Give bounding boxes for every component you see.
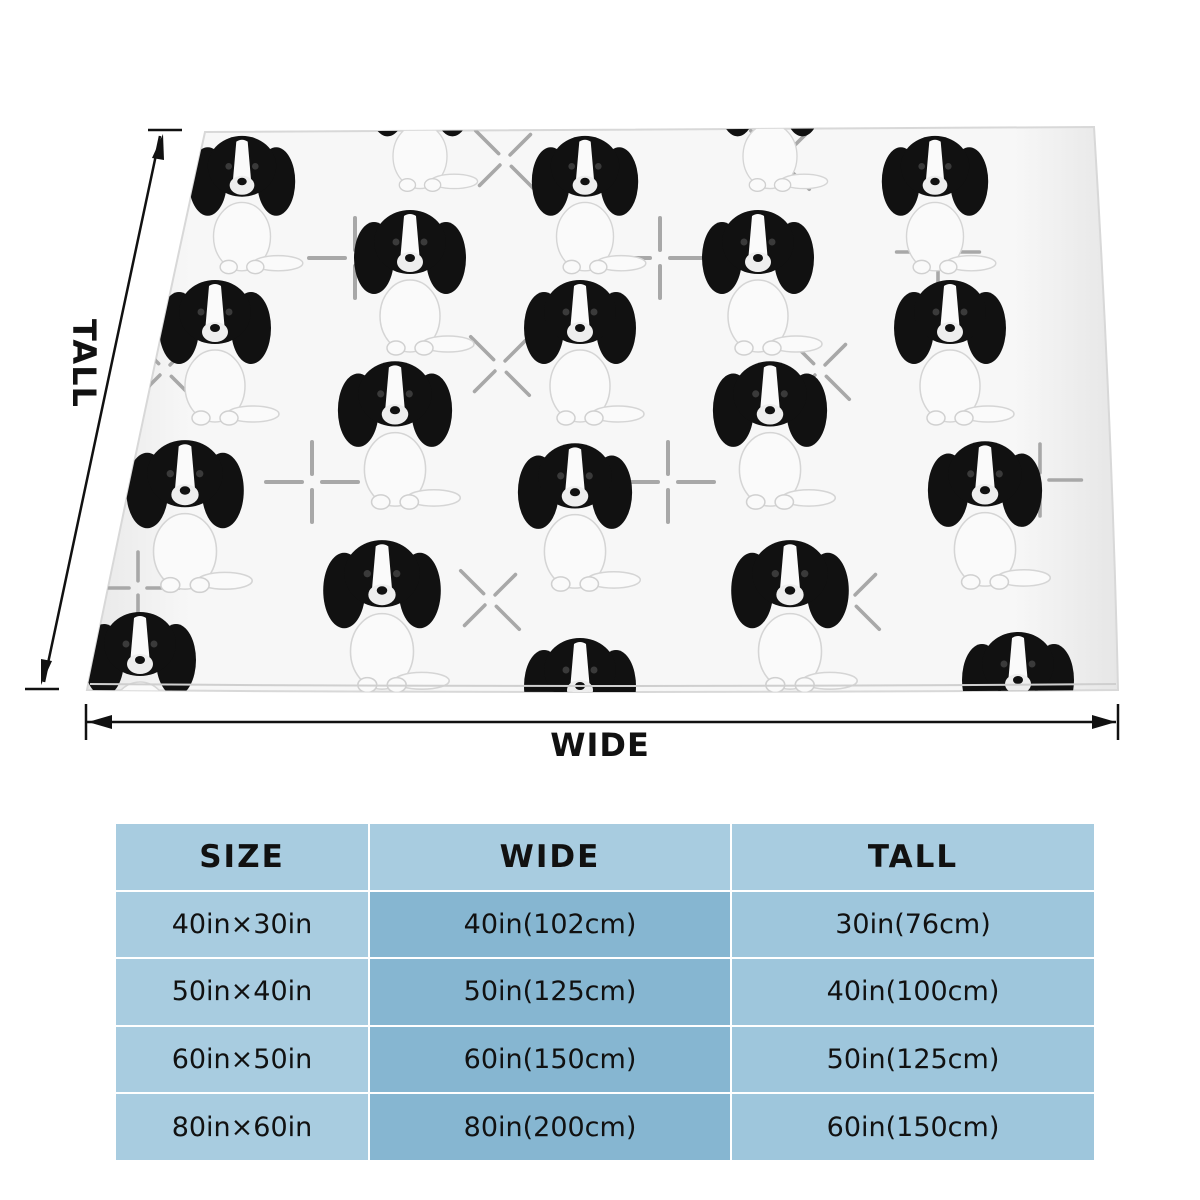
size-table: SIZE WIDE TALL 40in×30in 40in(102cm) 30i… bbox=[116, 824, 1094, 1160]
puppy-motif bbox=[719, 127, 829, 192]
puppy-motif bbox=[354, 210, 475, 356]
puppy-pattern bbox=[87, 127, 1084, 692]
row-1-size: 40in×30in bbox=[116, 891, 368, 958]
puppy-motif bbox=[962, 632, 1074, 692]
row-1-tall: 30in(76cm) bbox=[732, 891, 1094, 958]
header-wide: WIDE bbox=[370, 824, 730, 890]
puppy-motif bbox=[188, 135, 304, 275]
puppy-motif bbox=[712, 361, 837, 510]
row-4-wide: 80in(200cm) bbox=[370, 1094, 730, 1160]
cross-mark bbox=[473, 128, 537, 192]
puppy-motif bbox=[369, 127, 479, 192]
puppy-motif bbox=[323, 540, 450, 692]
cross-mark bbox=[468, 334, 532, 398]
header-tall: TALL bbox=[732, 824, 1094, 890]
row-1-wide: 40in(102cm) bbox=[370, 891, 730, 958]
row-4-size: 80in×60in bbox=[116, 1094, 368, 1160]
cross-mark bbox=[458, 568, 522, 632]
puppy-motif bbox=[126, 440, 253, 594]
puppy-motif bbox=[517, 443, 642, 592]
puppy-motif bbox=[894, 280, 1015, 426]
puppy-motif bbox=[881, 135, 997, 275]
cross-mark bbox=[264, 440, 360, 524]
puppy-motif bbox=[927, 441, 1052, 590]
tall-dimension-arrow bbox=[25, 128, 182, 691]
row-3-size: 60in×50in bbox=[116, 1026, 368, 1093]
puppy-motif bbox=[524, 280, 645, 426]
puppy-motif bbox=[702, 210, 823, 356]
puppy-motif bbox=[337, 361, 462, 510]
row-2-wide: 50in(125cm) bbox=[370, 959, 730, 1025]
row-2-size: 50in×40in bbox=[116, 959, 368, 1025]
wide-dimension-arrow bbox=[84, 704, 1120, 740]
blanket-diagram bbox=[25, 125, 1120, 740]
puppy-motif bbox=[159, 280, 280, 426]
tall-label: TALL bbox=[65, 319, 103, 408]
puppy-motif bbox=[531, 135, 647, 275]
row-2-tall: 40in(100cm) bbox=[732, 959, 1094, 1025]
puppy-motif bbox=[731, 540, 858, 692]
row-3-wide: 60in(150cm) bbox=[370, 1026, 730, 1093]
row-3-tall: 50in(125cm) bbox=[732, 1026, 1094, 1093]
wide-label: WIDE bbox=[550, 726, 650, 764]
header-size: SIZE bbox=[116, 824, 368, 890]
row-4-tall: 60in(150cm) bbox=[732, 1094, 1094, 1160]
